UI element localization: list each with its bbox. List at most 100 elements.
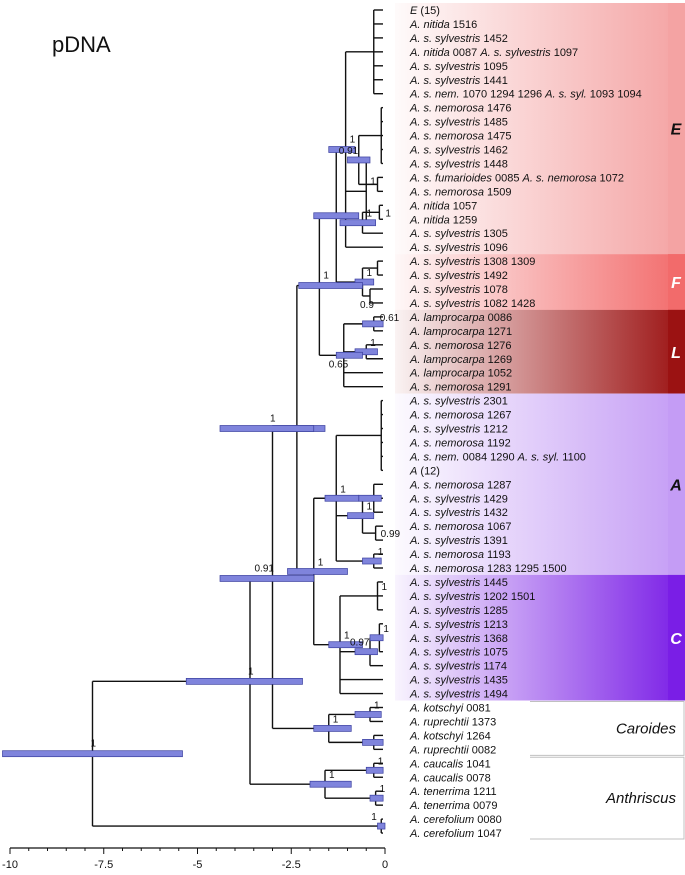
hpd-bar [369,634,384,642]
group-label-caroides: Caroides [616,720,677,737]
support-value: 0.9 [360,300,374,311]
support-value: 1 [344,631,350,642]
clade-band-A [395,393,685,575]
tip-label: A. s. nemorosa 1287 [409,479,512,491]
hpd-bar [362,320,384,328]
tip-label: A. s. sylvestris 1285 [409,605,508,617]
support-value: 1 [367,209,373,220]
support-value: 1 [329,770,335,781]
clade-label-A: A [669,477,682,494]
hpd-bar [309,780,352,788]
support-value: 1 [248,666,254,677]
clade-swatch-L [668,309,685,394]
hpd-bar [313,725,352,732]
support-value: 1 [350,135,356,146]
tip-label: A. s. fumarioides 0085 A. s. nemorosa 10… [409,172,624,184]
support-value: 1 [370,338,376,349]
tip-label: A. nitida 1057 [409,200,477,212]
tip-label: A. s. sylvestris 1445 [409,577,508,589]
tip-label: A. nitida 0087 A. s. sylvestris 1097 [409,47,578,59]
tip-label: A. s. sylvestris 1082 1428 [409,298,535,310]
clade-label-E: E [671,122,683,139]
tip-label: A. kotschyi 1264 [409,730,491,742]
group-label-anthriscus: Anthriscus [605,790,677,807]
tip-label: A. s. nemorosa 1509 [409,186,512,198]
tip-label: A. s. sylvestris 1391 [409,535,508,547]
hpd-bar [362,739,384,746]
tip-label: A. s. sylvestris 1078 [409,284,508,296]
axis-tick-label: -2.5 [282,859,301,871]
tip-label: A. s. sylvestris 1213 [409,619,508,631]
clade-swatch-A [668,393,685,575]
support-value: 0.91 [255,563,275,574]
hpd-bar [2,750,183,758]
axis-tick-label: -10 [2,859,18,871]
support-value: 1 [380,784,386,795]
support-value: 1 [382,582,388,593]
tip-label: A. ruprechtii 0082 [409,744,496,756]
tip-label: A. s. sylvestris 1174 [409,661,507,673]
support-value: 1 [371,812,377,823]
clade-band-L [395,309,685,394]
support-value: 1 [340,484,346,495]
tip-label: A. s. sylvestris 1448 [409,158,508,170]
tip-label: A. s. sylvestris 1305 [409,228,508,240]
tip-label: A. tenerrima 0079 [409,800,497,812]
tip-label: A. s. nem. 1070 1294 1296 A. s. syl. 109… [409,89,642,101]
axis-tick-label: -7.5 [94,859,113,871]
hpd-bar [362,557,382,565]
hpd-bar [347,156,371,164]
hpd-bars [2,146,386,830]
group-bracket-anthriscus [530,756,685,840]
tip-label: A. s. sylvestris 1096 [409,242,508,254]
tip-label: A. s. sylvestris 1212 [409,424,508,436]
tip-label: A. lamprocarpa 1269 [409,354,512,366]
support-value: 1 [374,700,380,711]
axis-tick-label: 0 [382,859,388,871]
figure-title: pDNA [52,32,111,57]
tip-label: A. s. sylvestris 1492 [409,270,508,282]
hpd-bar [354,348,378,356]
tree-branches [91,9,383,834]
hpd-bar [324,494,360,502]
hpd-bar [335,351,363,359]
hpd-bar [313,212,360,220]
hpd-bar [219,575,315,582]
tip-label: A. caucalis 0078 [409,772,491,784]
support-value: 1 [385,208,391,219]
clade-label-F: F [671,275,682,292]
tip-label: A. s. sylvestris 1308 1309 [409,256,535,268]
support-value: 0.61 [380,313,400,324]
hpd-bar [219,425,315,432]
tip-label: A. s. nemorosa 1276 [409,340,512,352]
tip-label: A. s. sylvestris 1441 [409,75,508,87]
tip-label: A. s. sylvestris 1485 [409,117,508,129]
clade-band-F [395,254,685,310]
tip-label: A. s. sylvestris 1075 [409,647,508,659]
tip-label: A. cerefolium 0080 [409,814,502,826]
tip-label: A. s. sylvestris 1452 [409,33,508,45]
support-value: 0.99 [381,529,401,540]
support-value: 0.91 [339,146,359,157]
support-value: 1 [91,739,97,750]
tip-label: A. s. sylvestris 1368 [409,633,508,645]
hpd-bar [354,711,382,718]
support-value: 1 [323,271,329,282]
hpd-bar [358,494,382,502]
tip-label: A (12) [409,465,440,477]
hpd-bar [185,677,303,685]
clade-label-L: L [671,345,681,362]
tip-label: A. s. nemorosa 1291 [409,382,512,394]
clade-swatch-C [668,574,685,701]
tip-label: A. lamprocarpa 0086 [409,312,512,324]
clade-swatch-E [668,3,685,255]
tip-label: A. ruprechtii 1373 [409,716,496,728]
support-value: 1 [378,756,384,767]
tip-label: A. s. sylvestris 1494 [409,689,508,701]
tip-label: A. nitida 1516 [409,19,477,31]
